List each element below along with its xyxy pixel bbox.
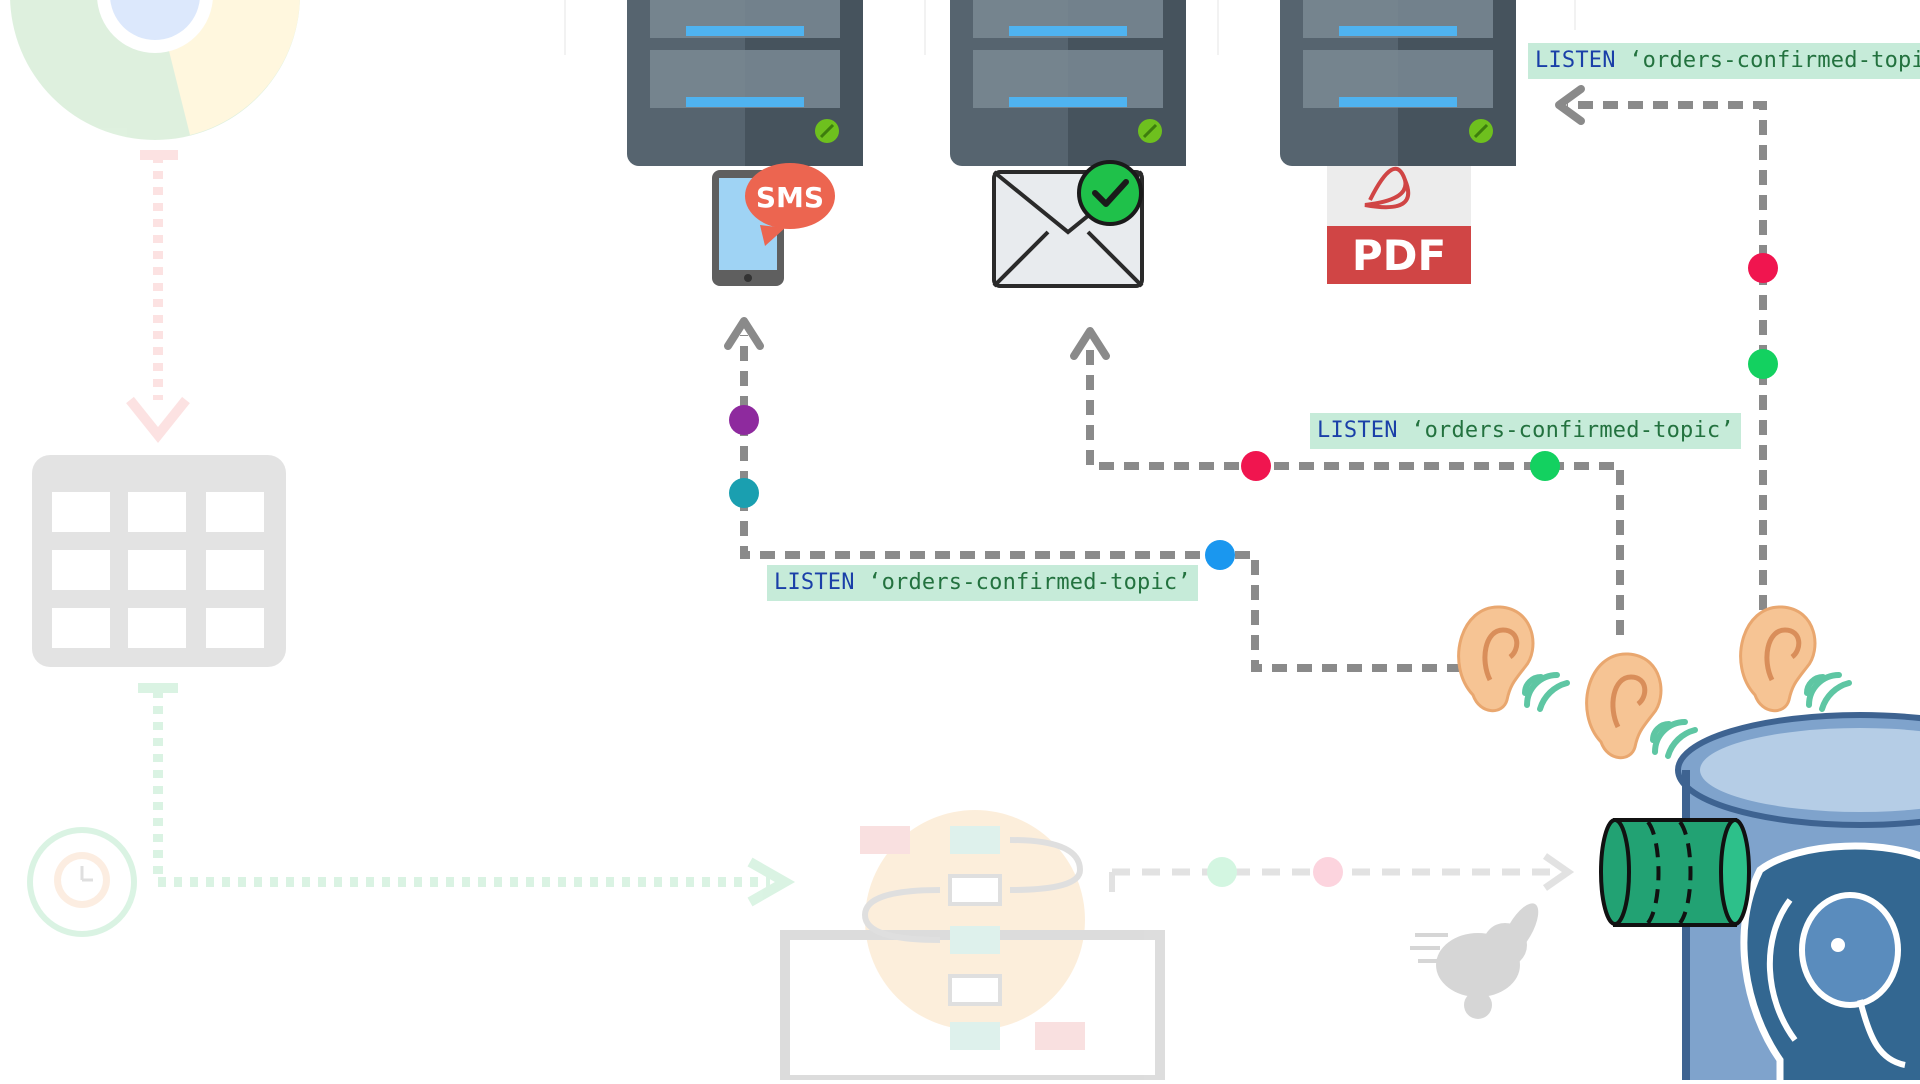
message-dot-green: [1530, 451, 1560, 481]
listen-label-sms: LISTEN ‘orders-confirmed-topic’: [767, 565, 1198, 601]
email-envelope-icon: [992, 160, 1144, 288]
server-sms-icon: [627, 0, 863, 166]
message-dot-teal: [729, 478, 759, 508]
email-flow-line: [1086, 345, 1624, 635]
checkmark-icon: [1077, 160, 1143, 226]
listen-keyword: LISTEN: [1317, 418, 1398, 443]
green-flow-arrow: [138, 683, 796, 907]
ear-icon: [1739, 605, 1852, 713]
listen-topic: ‘orders-confirmed-topic’: [1411, 418, 1734, 443]
sms-phone-icon: SMS: [712, 163, 835, 286]
ear-icon: [1457, 605, 1570, 713]
listen-keyword: LISTEN: [774, 570, 855, 595]
sms-arrow-head: [724, 317, 764, 350]
pdf-flow-line: [1567, 101, 1767, 610]
sms-flow-line: [740, 335, 1462, 672]
server-pdf-icon: [1280, 0, 1516, 166]
alarm-clock-icon: [27, 827, 137, 937]
listen-topic: ‘orders-confirmed-topic’: [868, 570, 1191, 595]
browser-logo-icon: [10, 0, 300, 140]
red-flow-arrow: [126, 150, 190, 444]
postgresql-database-icon: [1675, 712, 1920, 1084]
message-dots: [729, 253, 1778, 570]
message-dot-red: [1241, 451, 1271, 481]
listen-label-pdf: LISTEN ‘orders-confirmed-topi: [1528, 43, 1920, 79]
listen-keyword: LISTEN: [1535, 48, 1616, 73]
message-dot-blue: [1205, 540, 1235, 570]
ear-icon: [1585, 652, 1698, 760]
message-dot-purple: [729, 405, 759, 435]
faded-background: [10, 0, 1576, 1084]
workflow-icon: [780, 810, 1165, 1084]
postgresql-elephant-icon: [1740, 842, 1920, 1084]
server-email-icon: [950, 0, 1186, 166]
sms-label: SMS: [756, 181, 824, 214]
email-arrow-head: [1070, 327, 1110, 360]
table-icon: [32, 455, 286, 667]
pdf-document-icon: PDF: [1327, 166, 1471, 284]
pdf-arrow-head: [1555, 85, 1585, 125]
arrowheads: [724, 85, 1585, 360]
message-dot-green: [1748, 349, 1778, 379]
topic-cylinder-icon: [1599, 818, 1751, 927]
pdf-label: PDF: [1352, 231, 1446, 280]
message-dot-red: [1748, 253, 1778, 283]
rabbit-icon: [1410, 903, 1539, 1019]
faded-flow-arrow: [1109, 853, 1575, 892]
listen-label-email: LISTEN ‘orders-confirmed-topic’: [1310, 413, 1741, 449]
listen-topic: ‘orders-confirmed-topi: [1629, 48, 1920, 73]
